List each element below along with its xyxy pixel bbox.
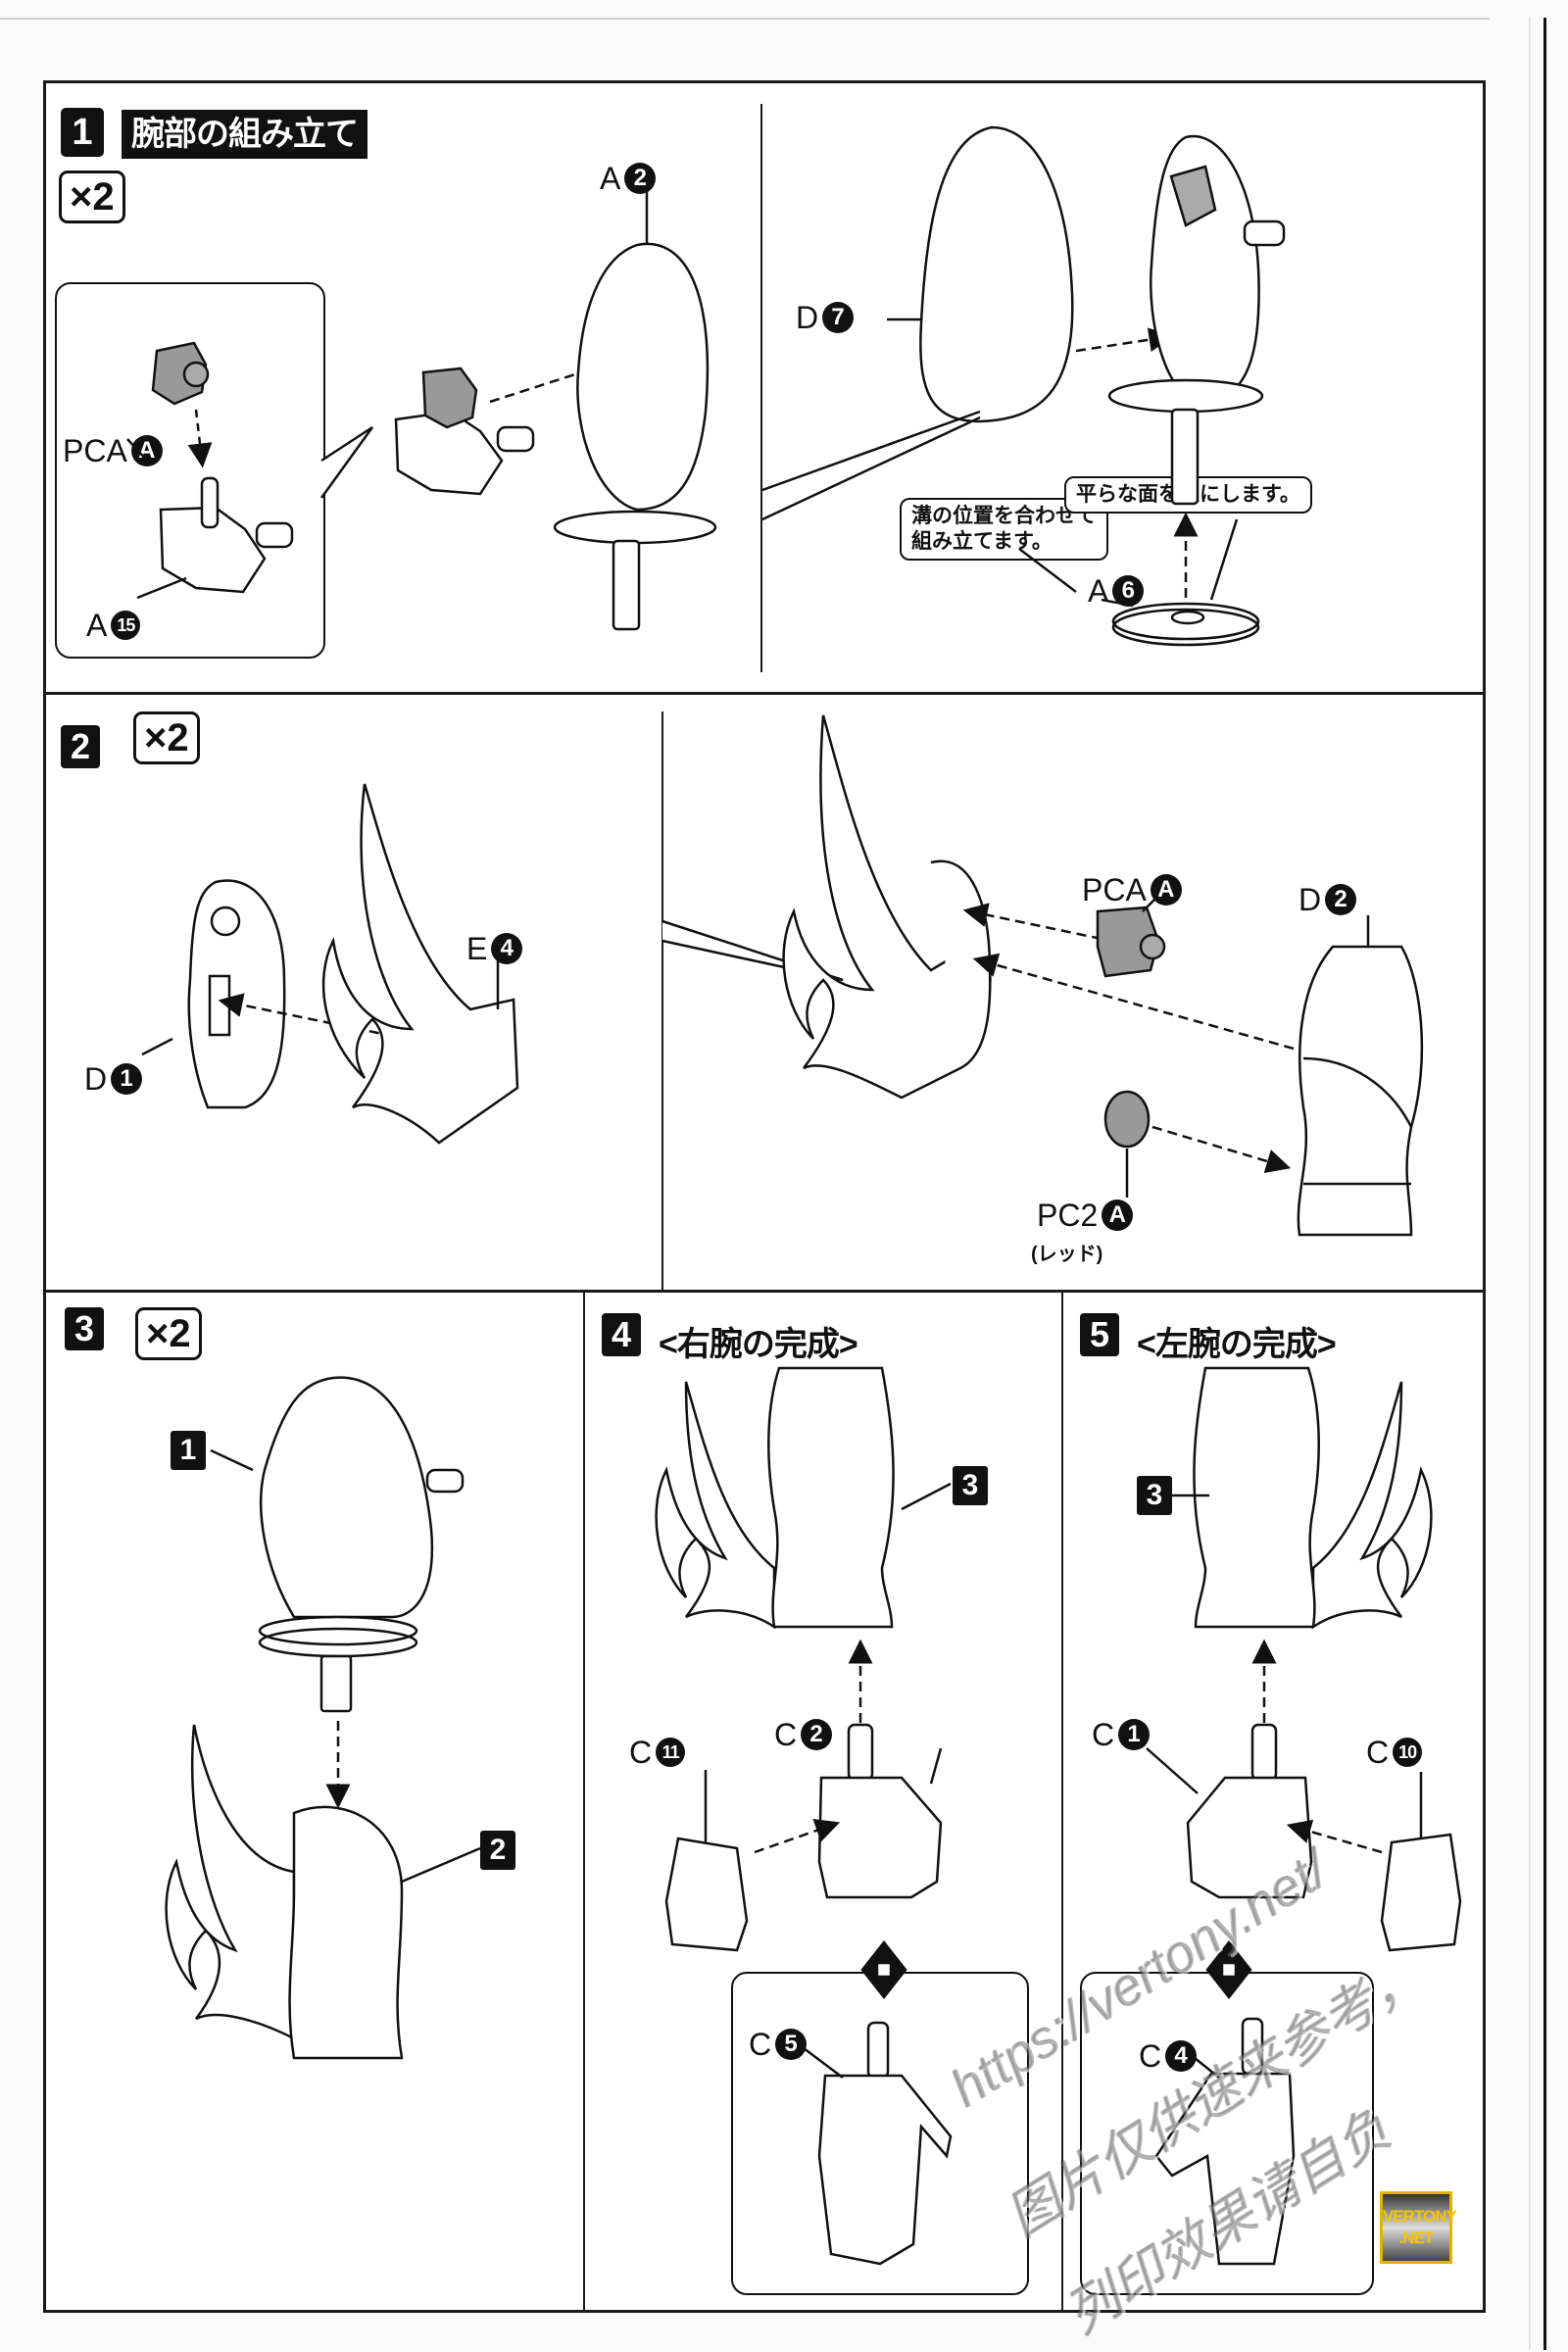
step1-divider — [760, 104, 762, 672]
part-number-dot: 1 — [111, 1063, 143, 1095]
callout-text: 平らな面を上にします。 — [1076, 483, 1300, 506]
part-color-note: (レッド) — [1031, 1244, 1103, 1265]
step-title: <左腕の完成> — [1137, 1326, 1337, 1363]
step3-divider — [583, 1292, 585, 2311]
step-ref-label: 2 — [480, 1831, 515, 1870]
step4-divider — [1061, 1292, 1063, 2311]
row-divider-2 — [43, 1290, 1486, 1293]
step-ref-label: 3 — [953, 1466, 988, 1505]
callout-text: 組み立てます。 — [911, 530, 1053, 553]
part-number-dot: 15 — [111, 611, 141, 640]
row-divider-1 — [43, 692, 1486, 695]
badge-text: VERTONY — [1383, 2207, 1457, 2226]
part-letter: E — [466, 931, 488, 966]
badge-text: .NET — [1398, 2229, 1435, 2247]
part-number-dot: 5 — [775, 2029, 808, 2060]
vertony-logo-badge: VERTONY .NET — [1380, 2191, 1457, 2264]
multiplier-badge: ×2 — [59, 171, 125, 223]
multiplier-badge: ×2 — [135, 1307, 202, 1360]
part-letter: A — [86, 608, 108, 643]
part-number-dot: 1 — [1118, 1719, 1151, 1750]
part-number-dot: A — [1150, 874, 1182, 906]
step-ref-label: 3 — [1137, 1476, 1172, 1515]
part-letter: D — [1298, 882, 1322, 917]
step-number: 3 — [65, 1307, 104, 1350]
part-number-dot: 4 — [491, 933, 523, 964]
part-letter: C — [749, 2027, 772, 2062]
part-number-dot: A — [130, 435, 163, 466]
part-letter: C — [774, 1717, 798, 1752]
step-number: 2 — [61, 725, 100, 768]
part-letter: C — [1139, 2038, 1162, 2074]
part-number-dot: 7 — [822, 302, 855, 333]
step-title: <右腕の完成> — [659, 1326, 858, 1363]
part-letter: C — [629, 1735, 653, 1770]
part-number-dot: 2 — [1325, 884, 1357, 915]
page-edge-right — [1544, 18, 1546, 2350]
part-letter: C — [1092, 1717, 1115, 1752]
part-number-dot: A — [1102, 1200, 1134, 1231]
step-ref-label: 1 — [171, 1431, 206, 1470]
step-number: 5 — [1080, 1313, 1119, 1356]
part-number-dot: 2 — [624, 163, 657, 194]
part-number-dot: 10 — [1393, 1738, 1423, 1767]
step-number: 4 — [602, 1313, 641, 1356]
multiplier-badge: ×2 — [133, 711, 200, 764]
page-edge-top — [0, 18, 1490, 20]
part-letter: D — [84, 1061, 108, 1097]
alt-hand-inset — [731, 1972, 1029, 2295]
step-title: 腕部の組み立て — [122, 110, 368, 159]
page-edge-right-shadow — [1529, 18, 1531, 2350]
part-number-dot: 11 — [656, 1738, 686, 1767]
step-number: 1 — [61, 108, 104, 157]
part-letter: PC2 — [1037, 1198, 1099, 1233]
part-letter: D — [796, 300, 819, 335]
part-letter: PCA — [63, 433, 127, 468]
part-letter: PCA — [1082, 872, 1147, 907]
subassembly-inset — [55, 282, 325, 659]
callout-flat-side-up: 平らな面を上にします。 — [1064, 476, 1312, 514]
part-letter: A — [600, 161, 621, 196]
step2-divider — [662, 711, 663, 1290]
part-letter: A — [1088, 573, 1109, 609]
part-number-dot: 2 — [801, 1719, 833, 1750]
part-number-dot: 6 — [1112, 575, 1145, 607]
part-letter: C — [1366, 1735, 1390, 1770]
